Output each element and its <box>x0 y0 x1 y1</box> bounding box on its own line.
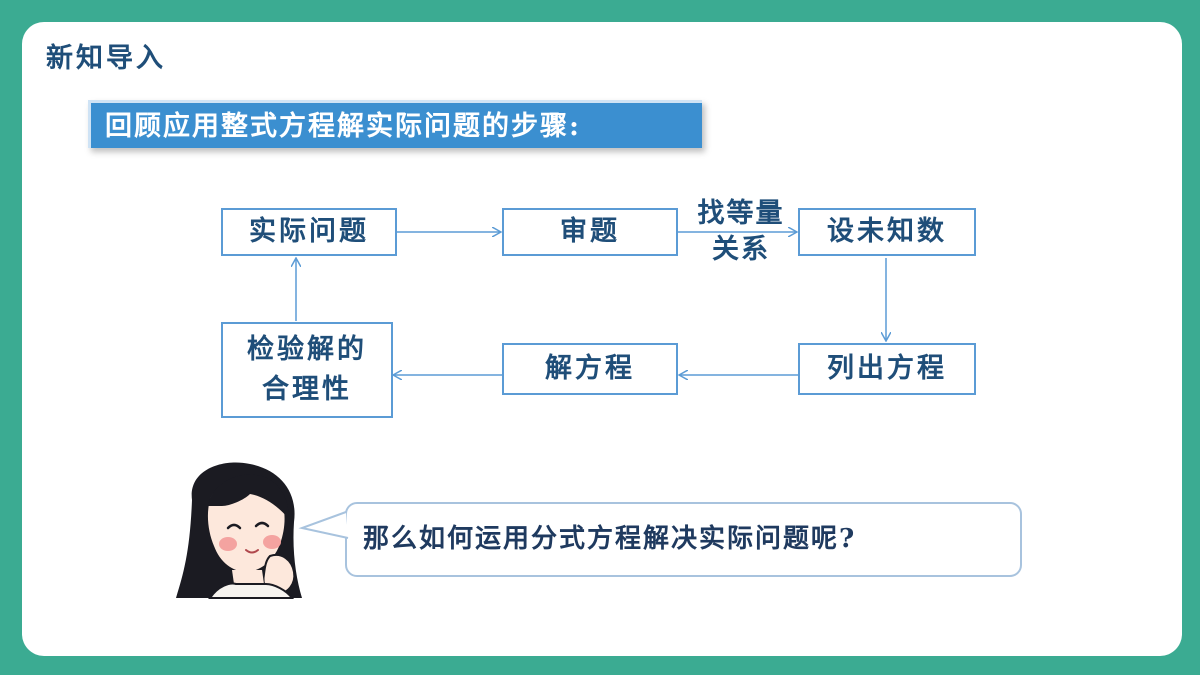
box-set-unknown: 设未知数 <box>798 208 976 256</box>
box-list-equation: 列出方程 <box>798 343 976 395</box>
speech-text: 那么如何运用分式方程解决实际问题呢? <box>363 524 857 554</box>
thinking-girl-icon <box>176 462 349 599</box>
box-check-solution: 检验解的 合理性 <box>221 322 393 418</box>
check-line-2: 合理性 <box>262 374 352 405</box>
speech-bubble: 那么如何运用分式方程解决实际问题呢? <box>345 502 1022 577</box>
relation-line-2: 关系 <box>712 234 770 265</box>
relation-label: 找等量 关系 <box>681 196 801 268</box>
section-title: 新知导入 <box>46 43 166 74</box>
steps-banner: 回顾应用整式方程解实际问题的步骤: <box>88 100 702 148</box>
slide-card: 新知导入 回顾应用整式方程解实际问题的步骤: 实际问题 审题 找等量 关系 设未… <box>22 22 1182 656</box>
check-line-1: 检验解的 <box>247 334 367 365</box>
box-examine: 审题 <box>502 208 678 256</box>
relation-line-1: 找等量 <box>697 198 785 229</box>
box-actual-problem: 实际问题 <box>221 208 397 256</box>
box-solve-equation: 解方程 <box>502 343 678 395</box>
